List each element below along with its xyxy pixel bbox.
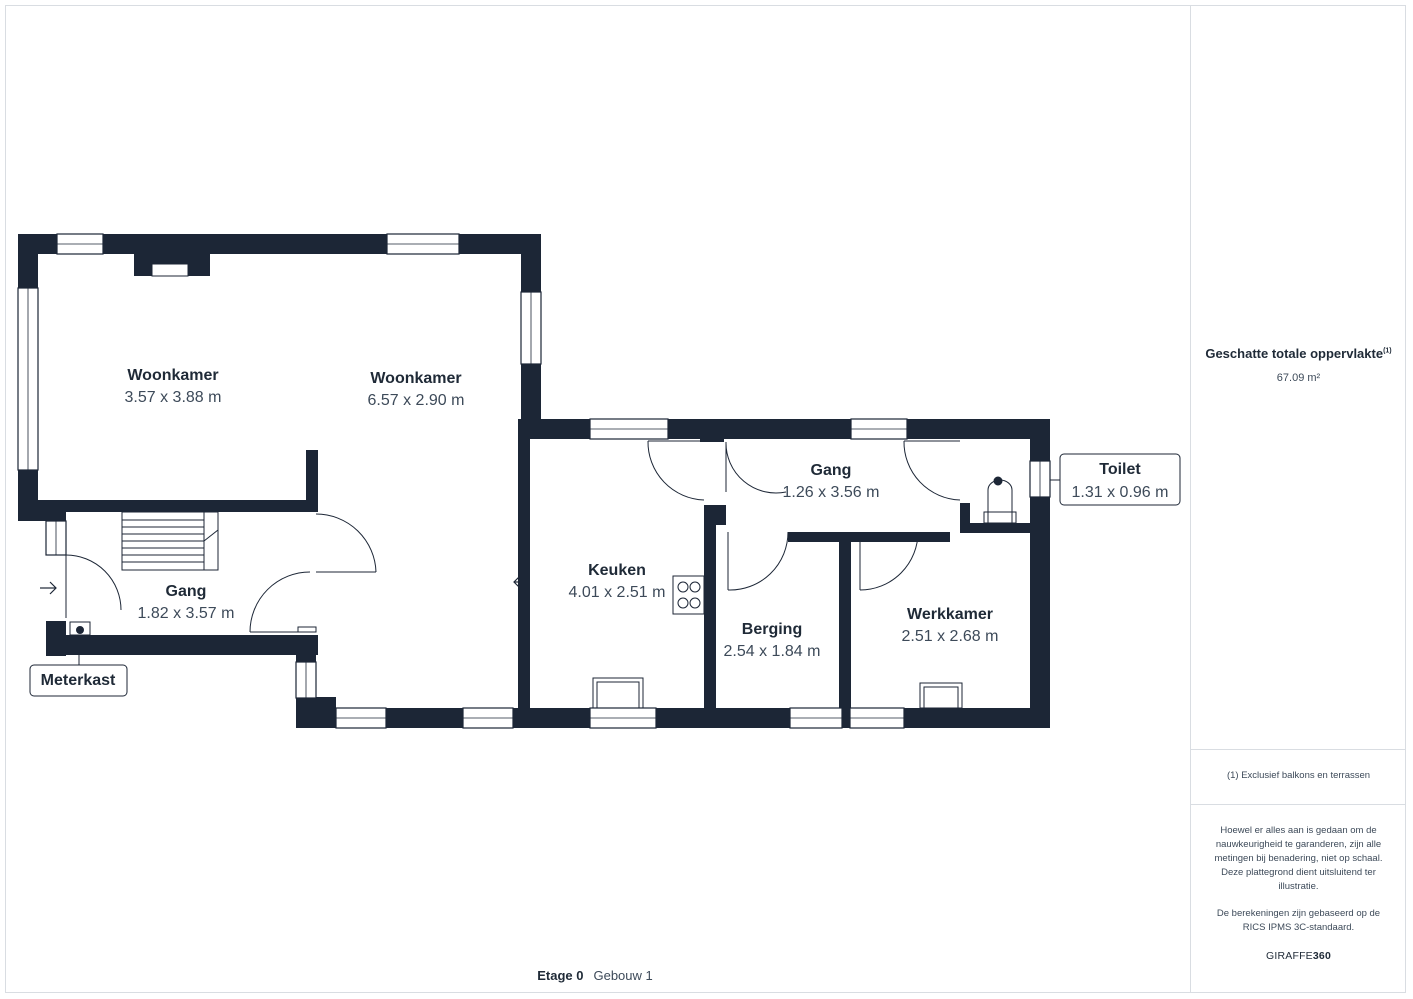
- window-lines: [27, 243, 1041, 719]
- room-dims: 2.51 x 2.68 m: [902, 628, 999, 645]
- doors: [65, 440, 961, 633]
- area-title-text: Geschatte totale oppervlakte: [1205, 346, 1384, 361]
- fixtures: [69, 263, 1017, 709]
- toilet-callout-box: [1059, 453, 1181, 506]
- disclaimer-paragraph: Hoewel er alles aan is gedaan om de nauw…: [1214, 825, 1383, 892]
- brand-suffix: 360: [1312, 950, 1332, 962]
- room-name: Werkkamer: [907, 606, 993, 623]
- sidebar-rule: [1191, 749, 1406, 750]
- callout-lines: [78, 479, 1060, 665]
- entrance-arrows: [40, 575, 530, 595]
- room-name: Berging: [742, 621, 802, 638]
- room-name: Gang: [166, 583, 207, 600]
- room-name: Gang: [811, 462, 852, 479]
- room-dims: 3.57 x 3.88 m: [125, 389, 222, 406]
- area-note-marker: (1): [1383, 347, 1392, 355]
- toilet-label: Toilet: [1099, 461, 1141, 478]
- floor-level: Etage 0: [537, 968, 584, 983]
- floor-plan: Woonkamer 3.57 x 3.88 m Woonkamer 6.57 x…: [17, 233, 1181, 729]
- brand-logo: GIRAFFE360: [1191, 950, 1406, 962]
- room-dims: 1.82 x 3.57 m: [138, 605, 235, 622]
- room-dims: 4.01 x 2.51 m: [569, 584, 666, 601]
- sidebar-rule: [1191, 804, 1406, 805]
- toilet-dims: 1.31 x 0.96 m: [1072, 484, 1169, 501]
- room-dims: 2.54 x 1.84 m: [724, 643, 821, 660]
- area-value: 67.09 m²: [1276, 372, 1321, 384]
- area-title: Geschatte totale oppervlakte(1): [1191, 346, 1406, 361]
- page-frame: [5, 5, 1406, 993]
- room-name: Keuken: [588, 562, 646, 579]
- footnote: (1) Exclusief balkons en terrassen: [1226, 770, 1371, 781]
- floor-caption: Etage 0 Gebouw 1: [0, 968, 1190, 983]
- room-dims: 6.57 x 2.90 m: [368, 392, 465, 409]
- stairs: [121, 511, 219, 571]
- room-name: Woonkamer: [127, 367, 218, 384]
- sidebar-divider: [1190, 5, 1191, 993]
- room-name: Woonkamer: [370, 370, 461, 387]
- floor-building: Gebouw 1: [593, 968, 653, 983]
- meterkast-callout-box: [29, 664, 128, 697]
- disclaimer: Hoewel er alles aan is gedaan om de nauw…: [1206, 824, 1391, 948]
- meterkast-label: Meterkast: [41, 672, 116, 689]
- disclaimer-paragraph: De berekeningen zijn gebaseerd op de RIC…: [1216, 908, 1381, 933]
- room-dims: 1.26 x 3.56 m: [783, 484, 880, 501]
- brand-prefix: GIRAFFE: [1265, 950, 1313, 962]
